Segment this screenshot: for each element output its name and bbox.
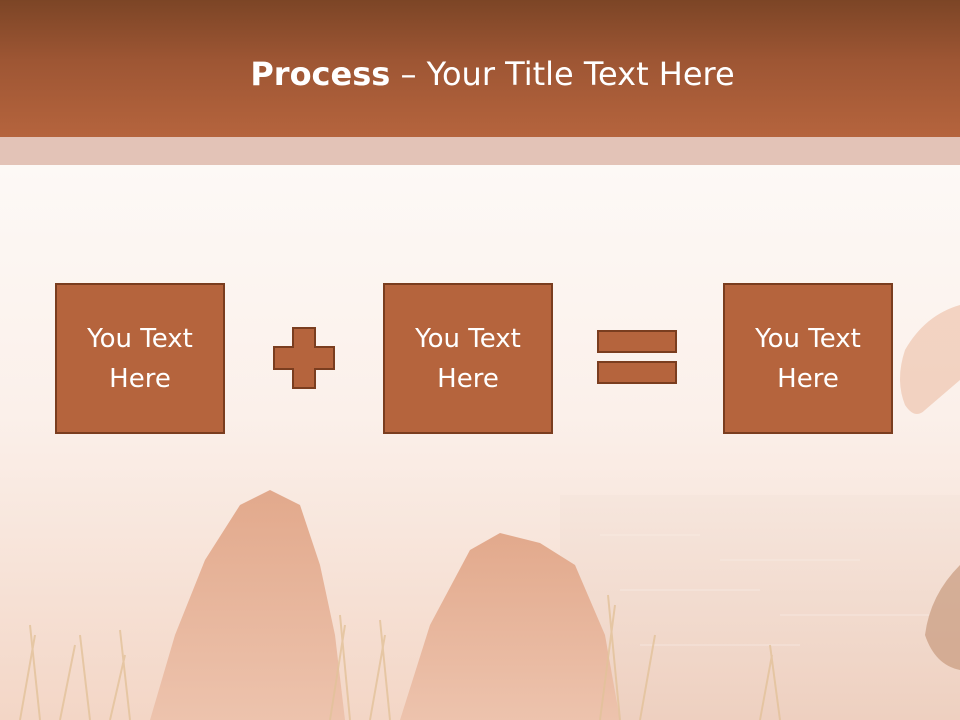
equals-icon[interactable] (597, 330, 677, 384)
title-band (0, 0, 960, 137)
figure-leg (925, 565, 960, 670)
text-box-3-line-2: Here (777, 363, 839, 394)
text-box-2-label: You Text Here (393, 319, 543, 399)
sea (560, 495, 960, 720)
rock-right (400, 533, 620, 720)
accent-band (0, 137, 960, 165)
text-box-3-line-1: You Text (755, 323, 861, 354)
text-box-1-line-1: You Text (87, 323, 193, 354)
text-box-2[interactable]: You Text Here (383, 283, 553, 434)
text-box-1-line-2: Here (109, 363, 171, 394)
text-box-3[interactable]: You Text Here (723, 283, 893, 434)
text-box-1[interactable]: You Text Here (55, 283, 225, 434)
title-rest: – Your Title Text Here (390, 55, 735, 93)
background-photo (0, 165, 960, 720)
text-box-2-line-1: You Text (415, 323, 521, 354)
plus-icon[interactable] (273, 327, 335, 389)
text-box-3-label: You Text Here (733, 319, 883, 399)
slide-title: Process – Your Title Text Here (0, 52, 960, 96)
figure-arm (900, 305, 960, 414)
title-bold: Process (250, 55, 391, 93)
text-box-2-line-2: Here (437, 363, 499, 394)
text-box-1-label: You Text Here (65, 319, 215, 399)
rock-left (150, 490, 345, 720)
